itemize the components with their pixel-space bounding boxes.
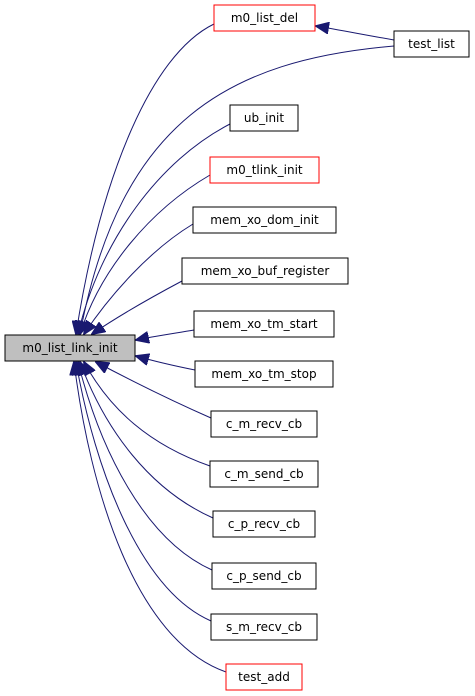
node-label-test-add: test_add [238, 670, 290, 684]
edge-mem-xo-tm-stop-to-root [136, 356, 196, 371]
node-label-m0-tlink-init: m0_tlink_init [226, 163, 303, 177]
node-c-m-recv-cb[interactable]: c_m_recv_cb [210, 410, 318, 438]
node-m0-tlink-init[interactable]: m0_tlink_init [209, 156, 320, 184]
node-root: m0_list_link_init [4, 334, 136, 362]
node-mem-xo-tm-start[interactable]: mem_xo_tm_start [193, 310, 335, 338]
node-box-c-p-recv-cb [212, 510, 316, 538]
node-c-m-send-cb[interactable]: c_m_send_cb [209, 460, 319, 488]
node-box-m0-tlink-init [209, 156, 320, 184]
edge-mem-xo-dom-init-to-root [84, 223, 194, 334]
node-m0-list-del[interactable]: m0_list_del [213, 4, 316, 32]
node-test-add[interactable]: test_add [225, 663, 303, 691]
node-box-c-p-send-cb [211, 562, 317, 590]
node-c-p-recv-cb[interactable]: c_p_recv_cb [212, 510, 316, 538]
node-label-root: m0_list_link_init [22, 341, 117, 355]
node-box-mem-xo-dom-init [192, 206, 337, 234]
node-box-m0-list-del [213, 4, 316, 32]
node-label-mem-xo-dom-init: mem_xo_dom_init [210, 213, 319, 227]
node-label-c-p-send-cb: c_p_send_cb [226, 569, 301, 583]
nodes-layer: m0_list_link_init m0_list_del test_list ub_… [4, 4, 470, 691]
edge-s-m-recv-cb-to-root [76, 362, 212, 622]
node-mem-xo-buf-register[interactable]: mem_xo_buf_register [181, 257, 349, 285]
edge-ub-init-to-root [78, 123, 231, 334]
node-label-mem-xo-buf-register: mem_xo_buf_register [201, 264, 330, 278]
edge-test-list-to-m0-list-del [316, 26, 395, 41]
node-label-c-m-send-cb: c_m_send_cb [224, 467, 303, 481]
node-box-c-m-recv-cb [210, 410, 318, 438]
node-box-s-m-recv-cb [210, 613, 318, 641]
node-box-test-list [393, 30, 470, 58]
node-box-c-m-send-cb [209, 460, 319, 488]
node-label-s-m-recv-cb: s_m_recv_cb [226, 620, 302, 634]
edge-m0-tlink-init-to-root [80, 174, 211, 334]
node-box-mem-xo-tm-stop [194, 360, 334, 388]
edge-mem-xo-tm-start-to-root [136, 329, 195, 340]
node-box-root [4, 334, 136, 362]
edge-c-m-recv-cb-to-root [96, 362, 212, 419]
edge-c-p-recv-cb-to-root [80, 362, 214, 519]
edge-test-add-to-root [74, 362, 227, 673]
node-ub-init[interactable]: ub_init [229, 104, 299, 132]
edge-c-p-send-cb-to-root [78, 362, 213, 571]
node-c-p-send-cb[interactable]: c_p_send_cb [211, 562, 317, 590]
node-box-ub-init [229, 104, 299, 132]
node-label-m0-list-del: m0_list_del [231, 11, 298, 25]
node-label-ub-init: ub_init [244, 111, 284, 125]
node-test-list[interactable]: test_list [393, 30, 470, 58]
node-mem-xo-dom-init[interactable]: mem_xo_dom_init [192, 206, 337, 234]
node-label-mem-xo-tm-stop: mem_xo_tm_stop [211, 367, 316, 381]
node-s-m-recv-cb[interactable]: s_m_recv_cb [210, 613, 318, 641]
edge-mem-xo-buf-register-to-root [92, 280, 183, 334]
edge-m0-list-del-to-root [76, 23, 215, 334]
node-mem-xo-tm-stop[interactable]: mem_xo_tm_stop [194, 360, 334, 388]
edge-test-list-to-root [80, 45, 395, 334]
node-box-mem-xo-tm-start [193, 310, 335, 338]
edge-c-m-send-cb-to-root [84, 362, 211, 467]
node-box-test-add [225, 663, 303, 691]
node-label-test-list: test_list [408, 37, 455, 51]
node-label-c-m-recv-cb: c_m_recv_cb [226, 417, 302, 431]
node-label-c-p-recv-cb: c_p_recv_cb [228, 517, 300, 531]
edges-layer [74, 23, 395, 673]
node-label-mem-xo-tm-start: mem_xo_tm_start [210, 317, 317, 331]
node-box-mem-xo-buf-register [181, 257, 349, 285]
